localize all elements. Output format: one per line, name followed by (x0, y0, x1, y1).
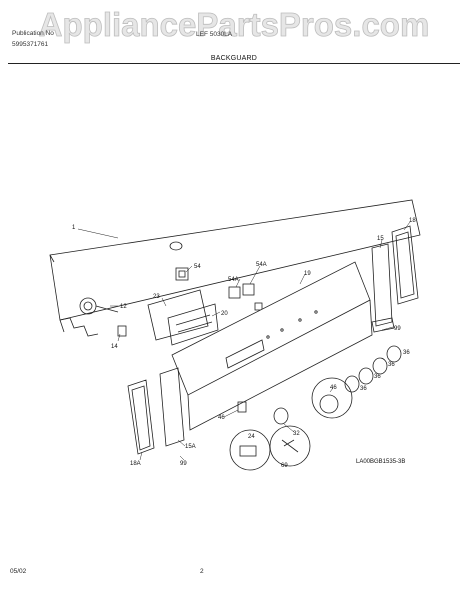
part-end-cap-right (371, 243, 395, 333)
part-trim-right (391, 225, 419, 305)
callout-18a: 18A (130, 461, 141, 467)
publication-number: 5995371761 (12, 41, 49, 48)
callout-46-small: 46 (218, 415, 225, 421)
part-screw (269, 425, 311, 467)
part-knob-detail (311, 377, 353, 419)
watermark-text: AppliancePartsPros.com (39, 6, 430, 43)
callout-46-large: 46 (330, 385, 337, 391)
callout-36-b: 36 (388, 362, 395, 368)
part-bracket (147, 289, 209, 341)
diagram-code: LA00BGB1535-3B (356, 459, 405, 465)
part-switches-54a (228, 283, 263, 311)
part-trim-left (127, 379, 155, 455)
part-knob-32 (273, 407, 289, 425)
part-connector (117, 325, 127, 337)
leader-lines (77, 221, 411, 461)
callout-36-a: 36 (403, 350, 410, 356)
callout-69: 69 (281, 463, 288, 469)
callout-99-right: 99 (394, 326, 401, 332)
section-title: BACKGUARD (210, 55, 258, 62)
callout-54a-2: 54A (256, 262, 267, 268)
callout-1: 1 (72, 225, 76, 231)
callout-23: 23 (153, 294, 160, 300)
callout-12: 12 (120, 304, 127, 310)
callout-20: 20 (221, 311, 228, 317)
callout-54: 54 (194, 264, 201, 270)
part-end-cap-left (159, 367, 185, 447)
watermark-logo: AppliancePartsPros.com (38, 6, 430, 44)
callout-14: 14 (111, 344, 118, 350)
callout-54a-1: 54A (228, 277, 239, 283)
callout-36-c: 36 (374, 374, 381, 380)
part-console-panel (171, 261, 373, 431)
callout-99-left: 99 (180, 461, 187, 467)
publication-label: Publication No (12, 30, 54, 37)
title-divider (8, 63, 460, 64)
callout-36-d: 36 (360, 386, 367, 392)
part-knobs (344, 345, 402, 393)
callout-24: 24 (248, 434, 255, 440)
part-switch-46 (237, 401, 247, 413)
callout-labels: 1 54 12 23 14 20 54A 54A 19 15 18 99 36 … (72, 218, 416, 469)
part-thermostat (79, 297, 119, 315)
callout-18: 18 (409, 218, 416, 224)
part-control-board (167, 303, 219, 346)
part-rear-panel (49, 199, 421, 337)
model-number: LEF 5030LA (196, 31, 233, 38)
footer-page-number: 2 (200, 568, 204, 575)
callout-15a: 15A (185, 444, 196, 450)
footer-date: 05/02 (10, 568, 27, 575)
callout-15: 15 (377, 236, 384, 242)
part-switch-54 (175, 267, 189, 281)
callout-32: 32 (293, 431, 300, 437)
callout-19: 19 (304, 271, 311, 277)
